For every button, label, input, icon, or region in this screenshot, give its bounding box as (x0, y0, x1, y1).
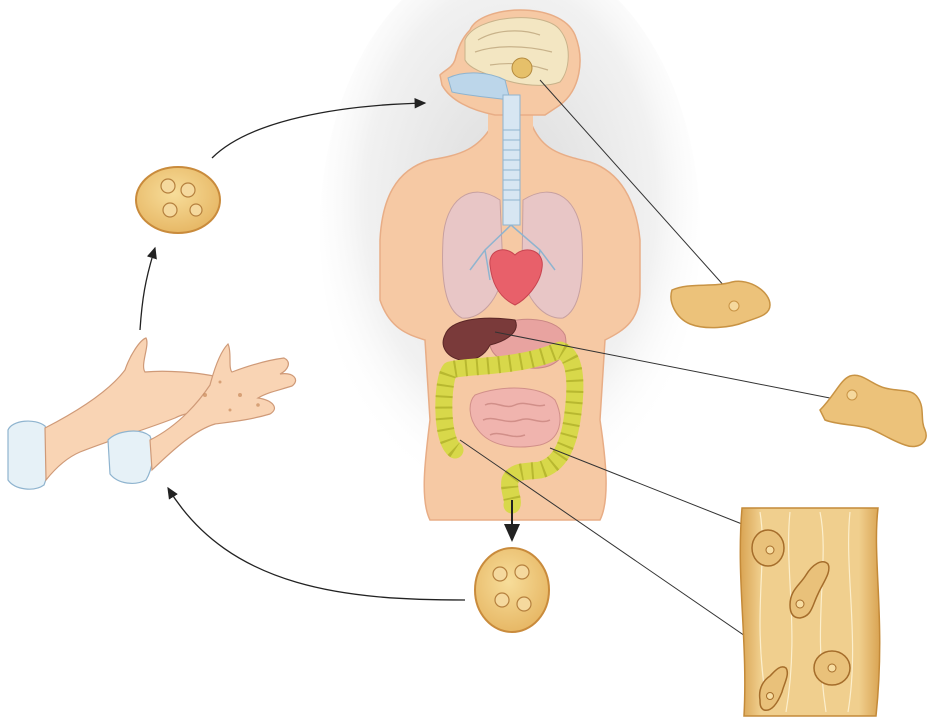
excreted-cyst (475, 548, 549, 632)
tissue-trophozoite-round-top (752, 530, 784, 566)
left-sleeve (8, 421, 49, 489)
arrow-excreted-cyst-to-hands (168, 488, 465, 600)
brain-infection-site (512, 58, 532, 78)
right-sleeve (108, 431, 153, 483)
contaminated-hands (8, 338, 296, 489)
trophozoite-nucleus (847, 390, 857, 400)
inhaled-cyst (136, 167, 220, 233)
liver-trophozoite (820, 375, 926, 446)
tissue-trophozoite-round-bottom (814, 651, 850, 685)
brain-trophozoite (671, 281, 770, 327)
colon-tissue-section (740, 508, 879, 716)
trophozoite-nucleus (729, 301, 739, 311)
arrow-hands-to-cyst (140, 248, 155, 330)
